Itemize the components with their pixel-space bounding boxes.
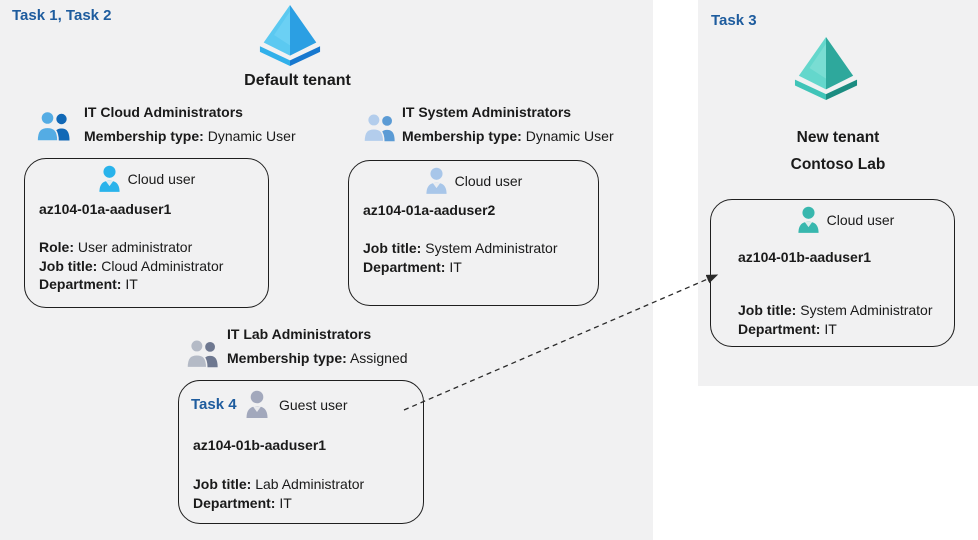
user-card-aaduser2: Cloud user az104-01a-aaduser2 Job title:… [348, 160, 599, 306]
field-value: Lab Administrator [255, 476, 365, 492]
field-value: System Administrator [425, 240, 558, 256]
group-title-cloud-admins: IT Cloud Administrators [84, 104, 243, 120]
field-value: System Administrator [800, 302, 933, 318]
user-field: Department: IT [738, 320, 933, 339]
user-field: Department: IT [363, 258, 558, 277]
field-value: IT [125, 276, 138, 292]
membership-value: Assigned [349, 350, 408, 366]
cloud-user-icon [426, 167, 447, 194]
field-value: IT [824, 320, 837, 337]
user-card-header: Cloud user [711, 206, 954, 233]
user-field: Job title: Lab Administrator [193, 475, 364, 494]
field-label: Job title: [738, 302, 797, 318]
field-label: Job title: [363, 240, 422, 256]
user-type-label: Cloud user [454, 172, 523, 189]
new-tenant-title-line2: Contoso Lab [790, 156, 886, 173]
cloud-user-icon [99, 165, 120, 192]
new-tenant-panel: Task 3 New tenant Contoso Lab Cloud user [698, 0, 978, 386]
default-tenant-title: Default tenant [244, 72, 351, 89]
group-icon-system-admins [363, 112, 395, 143]
field-value: IT [279, 494, 292, 511]
azure-ad-icon-teal [794, 36, 858, 100]
user-fields: Job title: Lab Administrator Department:… [193, 475, 364, 512]
user-name: az104-01b-aaduser1 [738, 249, 872, 265]
user-card-header: Cloud user [25, 165, 268, 192]
group-icon-cloud-admins [36, 110, 70, 142]
guest-user-card: Task 4 Guest user az104-01b-aaduser1 Job… [178, 380, 424, 524]
group-title-system-admins: IT System Administrators [402, 104, 572, 120]
group-icon-lab-admins [186, 338, 218, 369]
user-fields: Job title: System Administrator Departme… [363, 239, 558, 276]
new-tenant-title-line1: New tenant [796, 129, 880, 146]
field-label: Department: [193, 494, 276, 511]
group-membership-cloud-admins: Membership type: Dynamic User [84, 128, 296, 144]
group-membership-system-admins: Membership type: Dynamic User [402, 128, 614, 144]
field-label: Department: [738, 320, 821, 337]
field-value: Cloud Administrator [101, 257, 224, 274]
field-value: User administrator [77, 239, 193, 255]
new-tenant-user-card: Cloud user az104-01b-aaduser1 Job title:… [710, 199, 955, 347]
task-4-label: Task 4 [191, 396, 237, 413]
field-value: IT [449, 258, 462, 275]
membership-label: Membership type: [84, 128, 204, 144]
user-field: Job title: System Administrator [738, 301, 933, 320]
task-3-label: Task 3 [711, 12, 757, 29]
field-label: Department: [39, 276, 122, 292]
membership-label: Membership type: [402, 128, 522, 144]
user-field: Job title: System Administrator [363, 239, 558, 258]
new-tenant-title: New tenant Contoso Lab [738, 124, 938, 178]
user-fields: Job title: System Administrator Departme… [738, 301, 933, 338]
user-card-header: Cloud user [349, 167, 598, 194]
user-field: Department: IT [193, 494, 364, 513]
user-name: az104-01a-aaduser1 [39, 201, 172, 217]
user-type-label: Cloud user [826, 211, 895, 228]
user-field: Role: User administrator [39, 238, 223, 257]
task-1-2-label: Task 1, Task 2 [12, 7, 112, 24]
membership-value: Dynamic User [525, 128, 614, 144]
user-type-label: Guest user [279, 397, 348, 413]
user-fields: Role: User administrator Job title: Clou… [39, 238, 223, 294]
field-label: Job title: [193, 476, 252, 492]
membership-value: Dynamic User [207, 128, 296, 144]
membership-label: Membership type: [227, 350, 347, 366]
cloud-user-icon [798, 206, 819, 233]
group-membership-lab-admins: Membership type: Assigned [227, 350, 408, 366]
user-field: Department: IT [39, 275, 223, 294]
user-card-aaduser1: Cloud user az104-01a-aaduser1 Role: User… [24, 158, 269, 308]
field-label: Role: [39, 239, 74, 255]
user-name: az104-01b-aaduser1 [193, 437, 327, 453]
field-label: Department: [363, 258, 446, 275]
azure-ad-icon [259, 4, 321, 66]
field-label: Job title: [39, 257, 98, 274]
default-tenant-panel: Task 1, Task 2 Default tenant IT Cloud A… [0, 0, 653, 540]
user-name: az104-01a-aaduser2 [363, 202, 496, 218]
guest-user-icon [246, 390, 268, 418]
group-title-lab-admins: IT Lab Administrators [227, 326, 372, 342]
user-field: Job title: Cloud Administrator [39, 257, 223, 276]
user-type-label: Cloud user [127, 170, 196, 187]
